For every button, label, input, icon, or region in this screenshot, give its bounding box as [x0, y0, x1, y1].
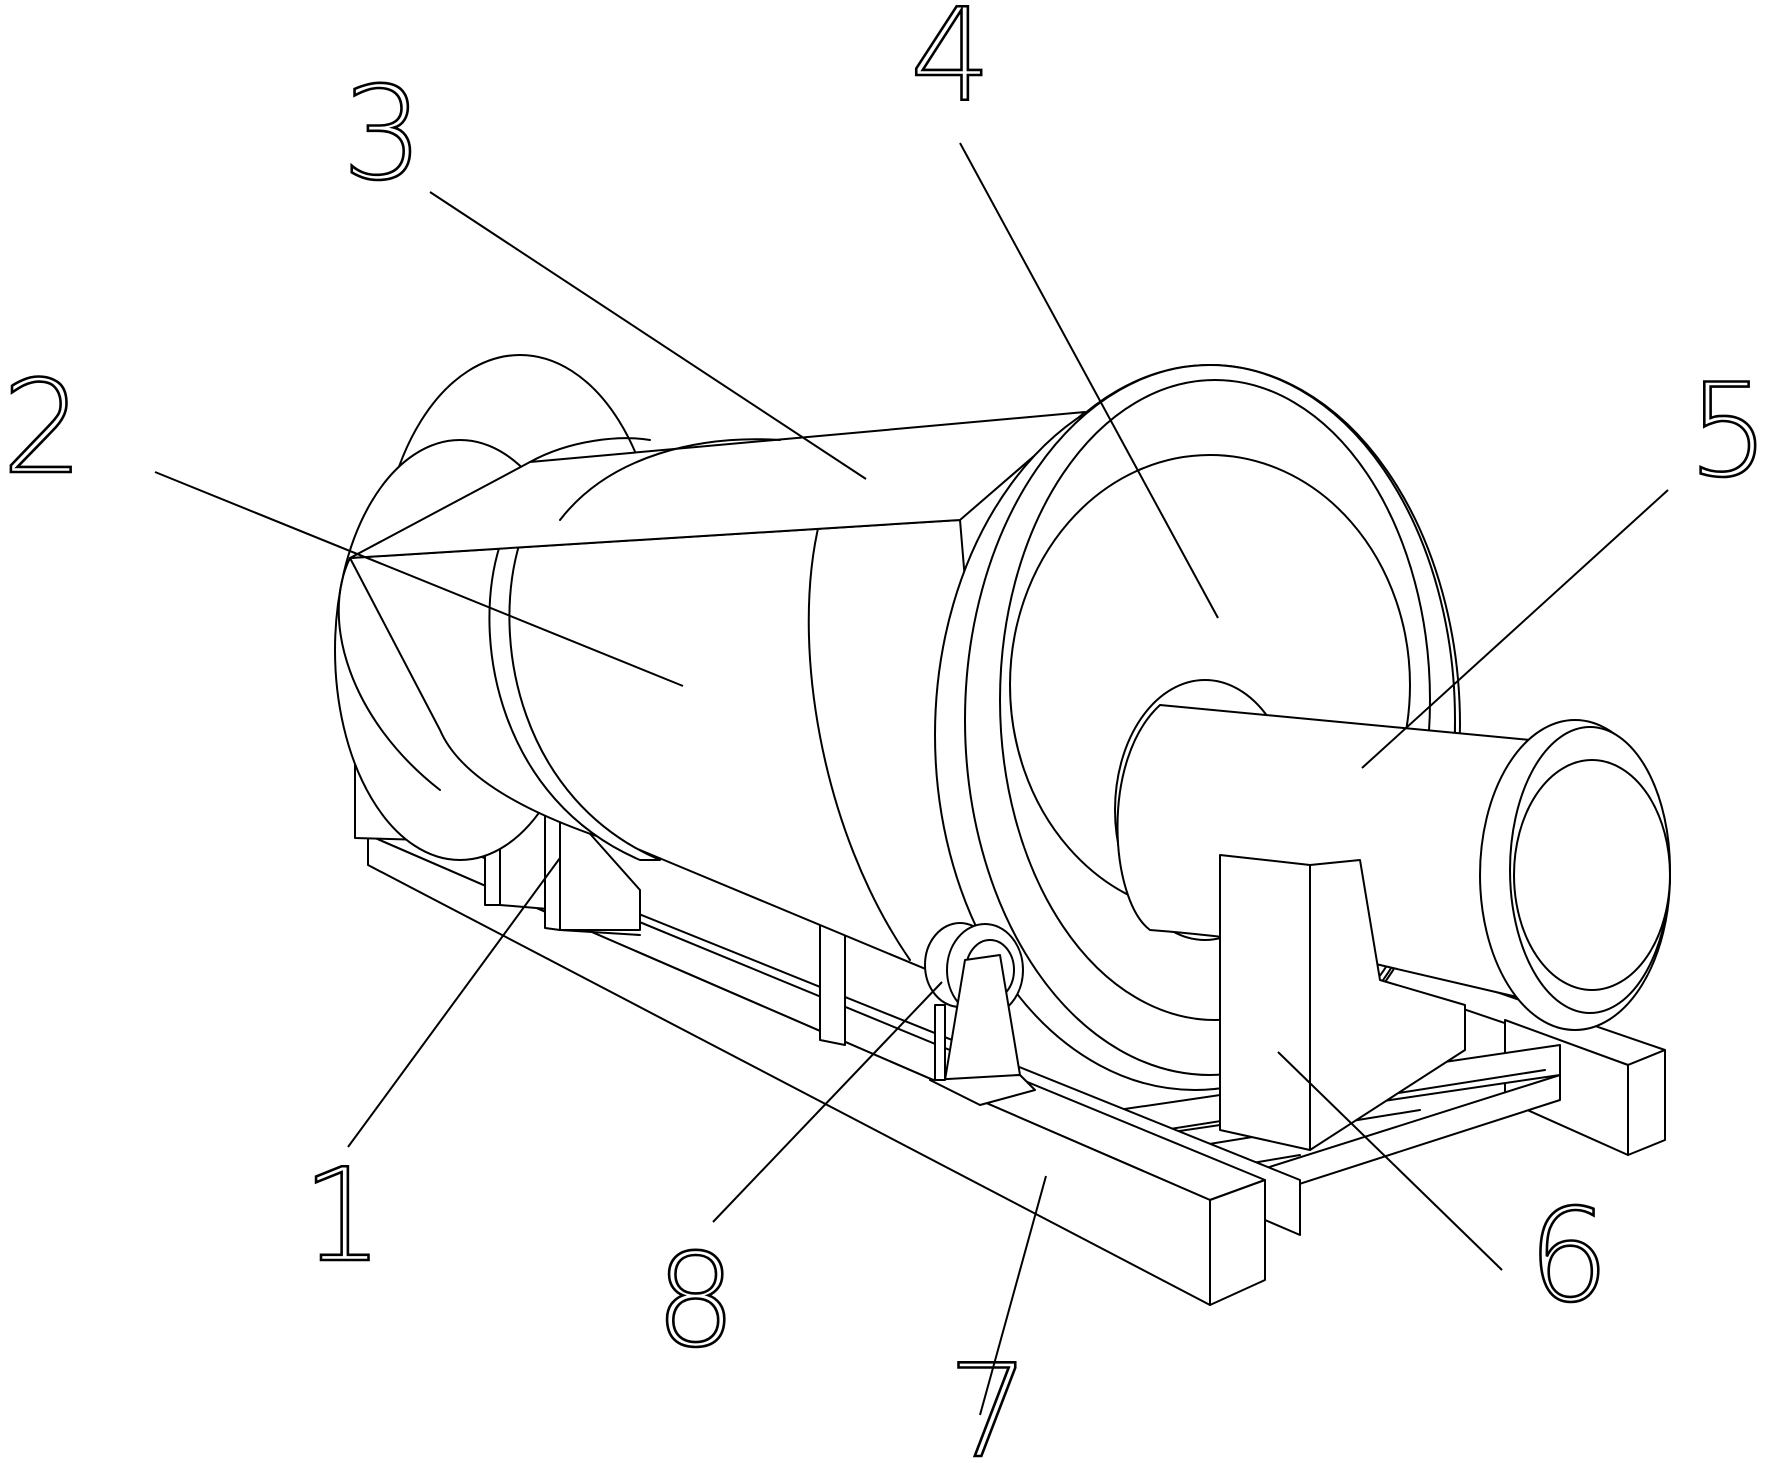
roller-assembly — [924, 922, 1036, 1106]
leader-1 — [347, 857, 561, 1148]
leader-4 — [959, 142, 1219, 619]
label-7: 7 — [948, 1338, 1029, 1463]
stand-side — [1309, 859, 1466, 1151]
leader-8 — [712, 981, 943, 1223]
outlet-pipe — [1114, 679, 1671, 1031]
label-1: 1 — [302, 1142, 383, 1291]
roller-base-plate — [929, 1074, 1036, 1106]
label-8: 8 — [655, 1227, 736, 1376]
body-front-seam — [807, 519, 911, 961]
label-6: 6 — [1528, 1182, 1609, 1331]
label-2: 2 — [2, 354, 83, 503]
top-ring-arc — [529, 437, 651, 463]
drum-body — [334, 354, 1086, 1001]
pipe-bore — [1513, 759, 1671, 991]
stand-plate — [1219, 854, 1311, 1151]
bracket-foot — [559, 929, 641, 936]
label-3: 3 — [342, 60, 423, 209]
leader-3 — [429, 191, 867, 480]
roller-post — [934, 1004, 946, 1081]
front-rail-end — [1209, 1179, 1266, 1306]
drum-rear-outline — [337, 557, 441, 791]
leader-7 — [979, 1175, 1047, 1416]
disc-inner-ring — [999, 379, 1431, 1021]
back-rail-end — [1627, 1049, 1666, 1156]
label-4: 4 — [910, 0, 991, 131]
leader-6 — [1277, 1051, 1503, 1271]
leader-lines — [154, 142, 1669, 1416]
leader-5 — [1361, 489, 1669, 769]
middle-ring — [488, 541, 661, 861]
bracket-gusset — [559, 799, 641, 931]
label-5: 5 — [1688, 357, 1765, 506]
bearing-stand — [1219, 854, 1466, 1151]
mid-ring-arc — [559, 438, 781, 521]
leader-2 — [154, 471, 684, 687]
